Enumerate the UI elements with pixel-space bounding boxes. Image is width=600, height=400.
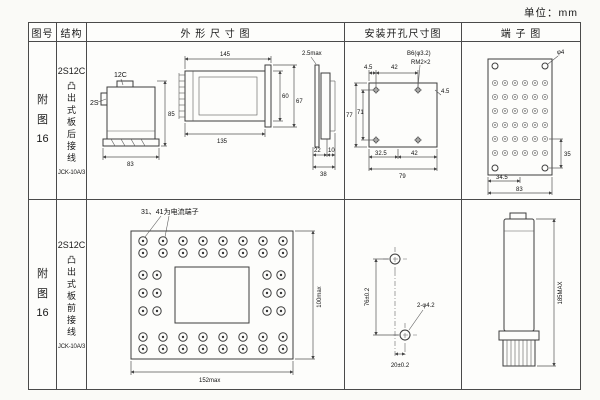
dim-width: 152max	[199, 378, 220, 384]
dim-height: 185MAX	[558, 281, 564, 304]
dim-t2: 42	[391, 65, 398, 71]
drill-pattern-front: 76±0.2 20±0.2 2-φ4.2	[365, 246, 435, 369]
terminal-drawing-rear: φ4 34.5 83	[487, 50, 571, 195]
relay-label: 2S	[90, 100, 99, 107]
header-terminal: 端 子 图	[461, 22, 581, 42]
panel-section-view: 2.5max 22 10	[302, 51, 336, 178]
relay-rear-view: 12C 2S	[90, 72, 175, 168]
dim-h: 20±0.2	[391, 363, 410, 369]
dim-height: 100max	[317, 286, 323, 307]
structure-cell-2: 2S12C 凸出式板前接线 JCK-10A/3	[56, 199, 87, 390]
product-code: JCK-10A/3	[57, 169, 86, 176]
hole-note: φ4	[557, 50, 565, 56]
header-mounting: 安装开孔尺寸图	[344, 22, 462, 42]
dim-b1: 32.5	[375, 151, 387, 157]
terminal-board: φ4 34.5 83	[487, 50, 571, 195]
dim-len-bottom: 135	[217, 139, 228, 145]
dim-v: 76±0.2	[365, 287, 371, 306]
wiring-type-label: 凸出式板前接线	[66, 254, 76, 339]
thread-note: RM2×2	[411, 60, 431, 66]
fig-number: 16	[36, 307, 49, 320]
structure-cell-1: 2S12C 凸出式板后接线 JCK-10A/3	[56, 41, 87, 200]
dim-b1: 22	[314, 148, 321, 154]
dim-b2: 10	[328, 148, 335, 154]
fig-char: 图	[37, 287, 48, 300]
dim-height: 85	[168, 112, 175, 118]
header-structure: 结构	[56, 22, 87, 42]
outline-cell-1: 12C 2S	[86, 41, 345, 200]
product-code: JCK-10A/3	[57, 343, 86, 350]
fig-char: 附	[37, 267, 48, 280]
row-rear-wiring: 附 图 16 2S12C 凸出式板后接线 JCK-10A/3	[28, 41, 581, 200]
dim-t1: 4.5	[364, 65, 373, 71]
fig-no-cell-2: 附 图 16	[28, 199, 57, 390]
outline-drawing-front: 31、41为电流端子 152max	[130, 207, 323, 384]
connector-label: 12C	[114, 72, 127, 79]
dim-v-inner: 71	[357, 110, 364, 116]
screw-note: B6(φ3.2)	[407, 51, 431, 57]
fig-number: 16	[36, 133, 49, 146]
terminal-drawing-front: 185MAX	[498, 212, 564, 366]
dim-b-total: 38	[320, 172, 327, 178]
drill-pattern: 4.5 42 B6(φ3.2) RM2×2 77 71	[346, 51, 450, 180]
relay-profile-view: 185MAX	[498, 212, 564, 366]
dim-h-outer: 67	[296, 99, 303, 105]
current-terminal-note: 31、41为电流端子	[141, 207, 199, 216]
hole-note: 2-φ4.2	[417, 303, 435, 309]
wiring-type-label: 凸出式板后接线	[66, 80, 76, 165]
dim-r1: 4.5	[441, 89, 450, 95]
relay-side-length-view: 145 135 60 67	[178, 52, 303, 145]
header-outline: 外 形 尺 寸 图	[86, 22, 345, 42]
dim-b2: 42	[411, 151, 418, 157]
mounting-cell-1: 4.5 42 B6(φ3.2) RM2×2 77 71	[344, 41, 462, 200]
model-label: 2S12C	[57, 239, 86, 250]
fig-no-cell-1: 附 图 16	[28, 41, 57, 200]
table-header-row: 图号 结构 外 形 尺 寸 图 安装开孔尺寸图 端 子 图	[28, 22, 581, 42]
mounting-drawing-front: 76±0.2 20±0.2 2-φ4.2	[365, 246, 435, 369]
fig-char: 附	[37, 93, 48, 106]
unit-label: 单位：mm	[524, 7, 578, 19]
dim-len-top: 145	[220, 52, 231, 58]
dim-h-inner: 60	[282, 94, 289, 100]
dim-r1: 35	[564, 152, 571, 158]
dim-width: 83	[127, 162, 134, 168]
outline-cell-2: 31、41为电流端子 152max	[86, 199, 345, 390]
dim-panel-thickness: 2.5max	[302, 51, 322, 57]
dim-v-outer: 77	[346, 113, 353, 119]
outline-drawing-rear: 12C 2S	[90, 51, 336, 178]
dim-b-total: 79	[399, 174, 406, 180]
terminal-cell-2: 185MAX	[461, 199, 581, 390]
dim-b-total: 83	[516, 187, 523, 193]
row-front-wiring: 附 图 16 2S12C 凸出式板前接线 JCK-10A/3	[28, 199, 581, 390]
terminal-cell-1: φ4 34.5 83	[461, 41, 581, 200]
mounting-drawing-rear: 4.5 42 B6(φ3.2) RM2×2 77 71	[346, 51, 450, 180]
model-label: 2S12C	[57, 65, 86, 76]
front-terminal-view: 31、41为电流端子 152max	[130, 207, 323, 384]
fig-char: 图	[37, 113, 48, 126]
header-fig-no: 图号	[28, 22, 57, 42]
dim-b1: 34.5	[496, 175, 508, 181]
dimension-table: 图号 结构 外 形 尺 寸 图 安装开孔尺寸图 端 子 图 附 图 16 2S1…	[28, 22, 581, 390]
mounting-cell-2: 76±0.2 20±0.2 2-φ4.2	[344, 199, 462, 390]
